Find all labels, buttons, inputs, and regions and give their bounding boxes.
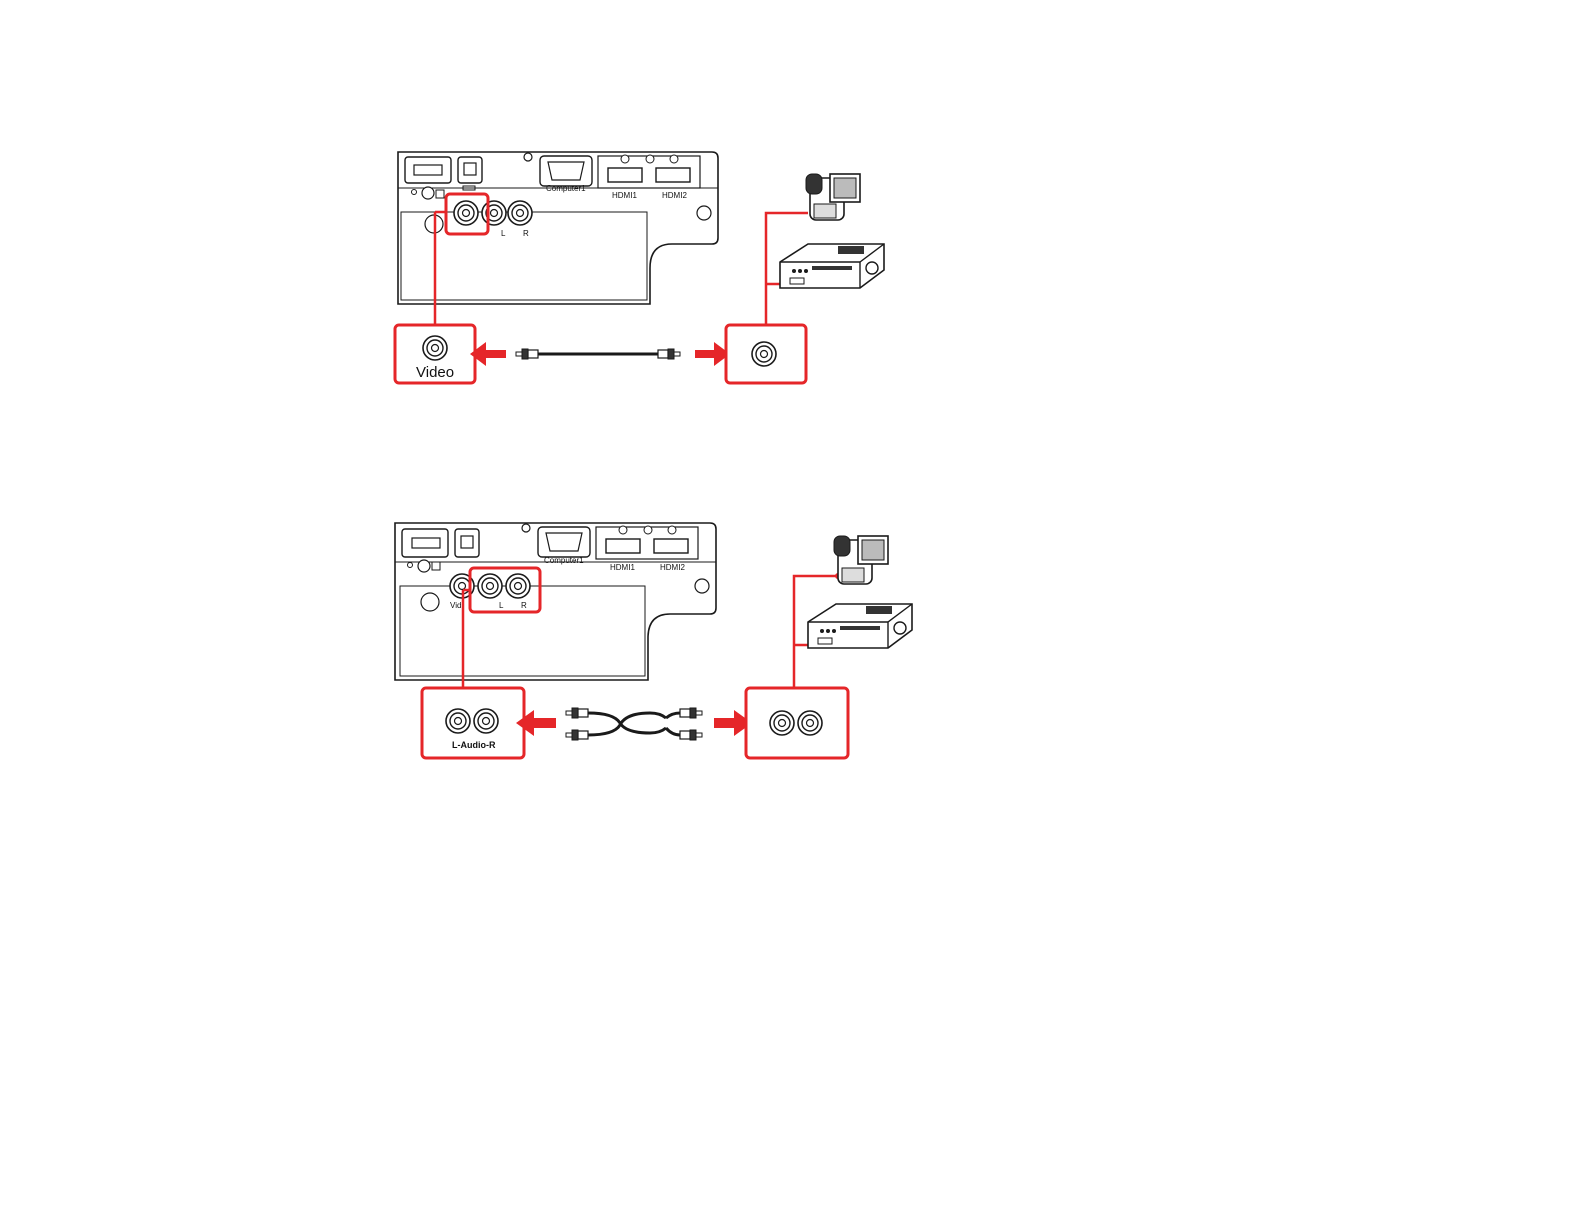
- audio-l-jack: [478, 574, 502, 598]
- computer1-port-label: Computer1: [544, 556, 584, 565]
- hdmi2-port-label: HDMI2: [660, 563, 685, 572]
- audio-r-label: R: [521, 601, 527, 610]
- audio-r-jack: [508, 201, 532, 225]
- vcr-icon: [808, 604, 912, 648]
- video-jack: [454, 201, 478, 225]
- video-callout-label: Video: [416, 364, 454, 381]
- audio-l-jack: [482, 201, 506, 225]
- audio-r-label: R: [523, 229, 529, 238]
- camcorder-icon: [834, 536, 888, 584]
- video-callout: Video: [395, 325, 475, 383]
- projector-panel: Computer1 HDMI1 HDMI2 Vid L R: [395, 523, 716, 680]
- device-audio-callout: [746, 688, 848, 758]
- rca-cable-icon: [516, 349, 680, 359]
- projector-panel: Computer1 HDMI1 HDMI2 L R: [398, 152, 718, 304]
- audio-r-jack: [506, 574, 530, 598]
- hdmi2-port-label: HDMI2: [662, 191, 687, 200]
- hdmi1-port-label: HDMI1: [610, 563, 635, 572]
- figure-audio-connection: Computer1 HDMI1 HDMI2 Vid L R L-Audio-R: [395, 523, 912, 758]
- audio-callout-label: L-Audio-R: [452, 740, 496, 750]
- audio-l-label: L: [501, 229, 506, 238]
- hdmi1-port-label: HDMI1: [612, 191, 637, 200]
- figure-video-connection: Computer1 HDMI1 HDMI2 L R: [395, 152, 884, 383]
- audio-callout: L-Audio-R: [422, 688, 524, 758]
- video-partial-label: Vid: [450, 601, 461, 610]
- rca-cable-icon: [566, 708, 702, 740]
- device-video-callout: [726, 325, 806, 383]
- vcr-icon: [780, 244, 884, 288]
- camcorder-icon: [806, 174, 860, 220]
- audio-l-label: L: [499, 601, 504, 610]
- computer1-port-label: Computer1: [546, 184, 586, 193]
